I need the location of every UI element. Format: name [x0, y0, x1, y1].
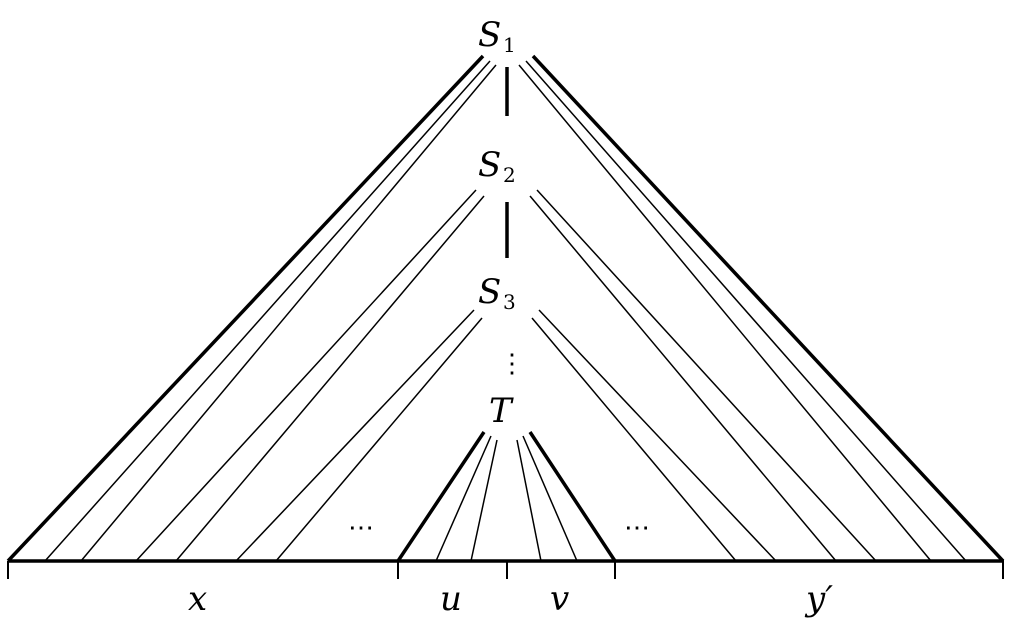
edge-t: [435, 435, 492, 562]
edge-s2-right: [536, 189, 877, 562]
edge-s3-right: [531, 317, 737, 562]
node-s2: S: [478, 145, 501, 185]
node-s1: S: [478, 15, 501, 55]
edge-t: [516, 439, 542, 562]
edge-s3-right: [538, 309, 777, 562]
edge-t: [470, 439, 498, 562]
ellipsis-right: ⋯: [624, 513, 650, 543]
ellipsis-left: ⋯: [348, 513, 374, 543]
node-s3-sub: 3: [503, 290, 516, 314]
node-t: T: [489, 391, 514, 431]
edge-s2-left: [135, 189, 477, 562]
segment-label-x: x: [188, 579, 207, 619]
edge-t-left-outer: [396, 431, 486, 562]
node-s1-sub: 1: [503, 33, 516, 57]
edge-s1-left: [80, 64, 497, 562]
node-s3: S: [478, 272, 501, 312]
segment-label-y-prime: y′: [804, 579, 833, 619]
segment-label-u: u: [440, 579, 462, 619]
edge-s1-left: [44, 60, 491, 562]
edge-s1-right: [518, 64, 932, 562]
edge-s1-left-outer: [6, 54, 485, 563]
edge-s3-left: [275, 317, 483, 562]
edge-s1-right-outer: [531, 54, 1005, 563]
edge-s1-right: [525, 60, 967, 562]
vertical-ellipsis: ⋮: [499, 349, 525, 379]
edge-s3-left: [235, 309, 475, 562]
segment-label-v: v: [550, 579, 569, 619]
edge-t: [522, 435, 578, 562]
edge-s2-right: [529, 195, 837, 562]
node-s2-sub: 2: [503, 163, 516, 187]
edge-t-right-outer: [528, 431, 617, 562]
edge-s2-left: [175, 195, 485, 562]
